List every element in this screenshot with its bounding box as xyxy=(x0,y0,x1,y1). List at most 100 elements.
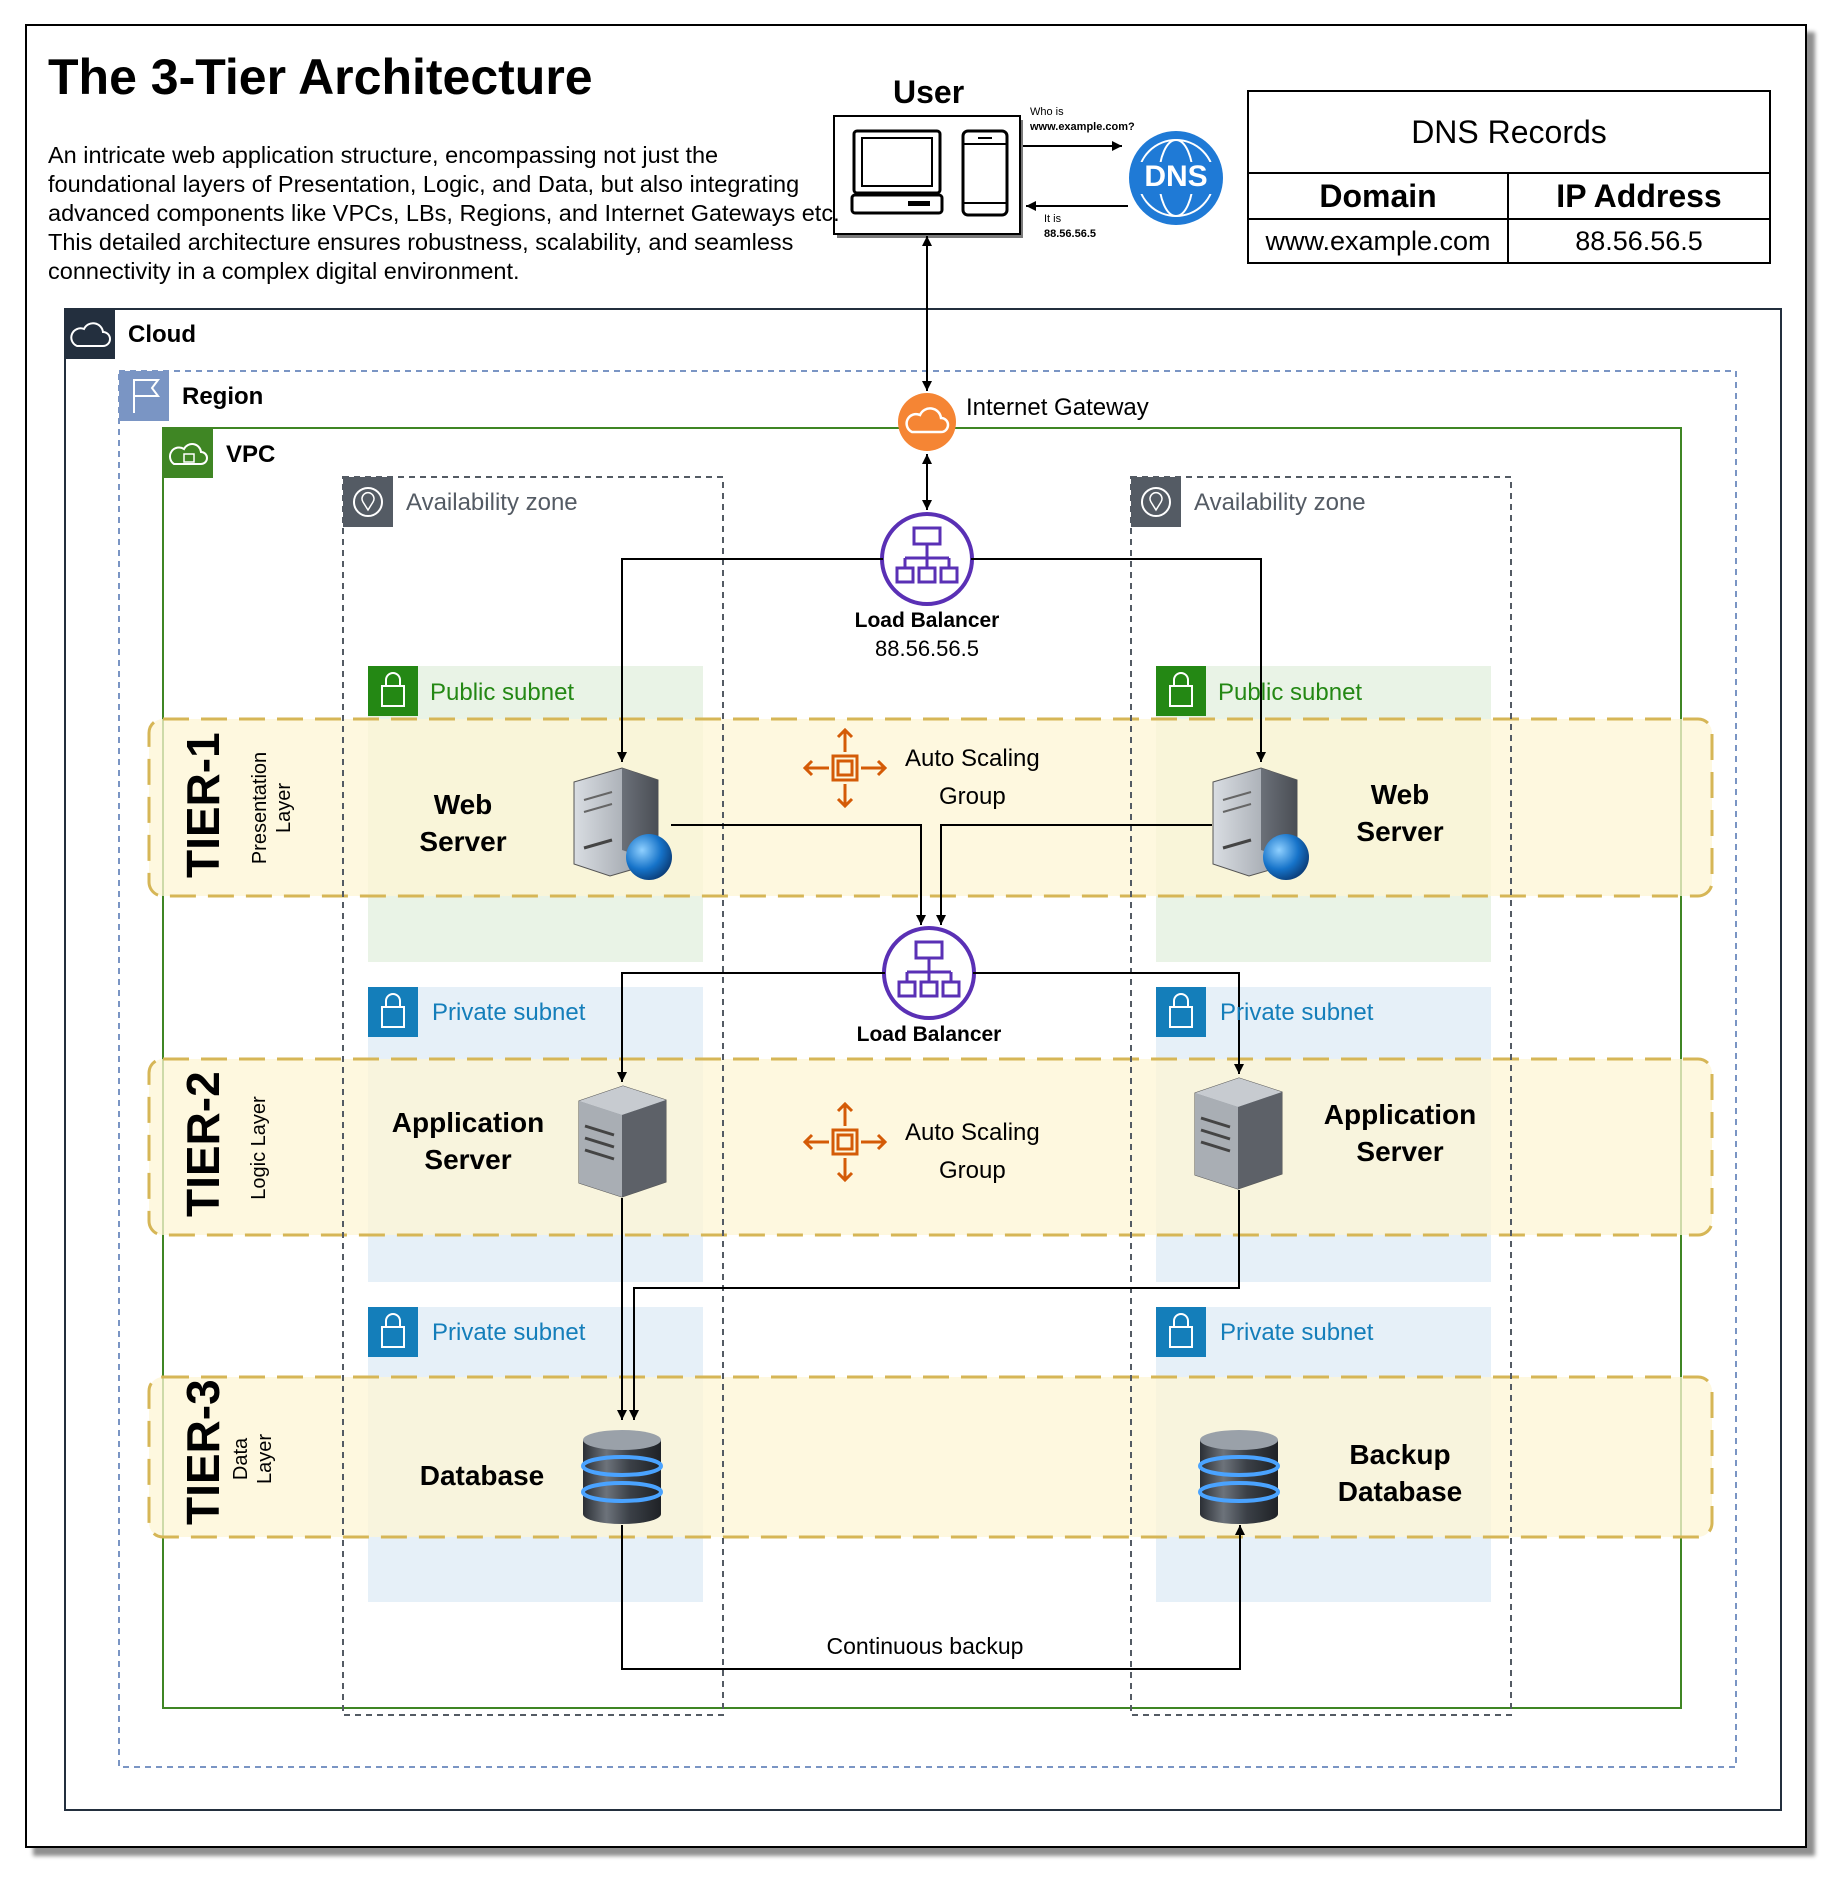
dns-header-domain: Domain xyxy=(1249,174,1509,220)
app-server-left-line2: Server xyxy=(424,1144,512,1175)
app-server-right-line2: Server xyxy=(1356,1136,1444,1167)
dns-icon-text: DNS xyxy=(1144,160,1208,193)
tier-3-layer-line2: Layer xyxy=(254,1433,276,1485)
region-label: Region xyxy=(182,383,264,410)
dns-icon xyxy=(1129,131,1223,225)
private-subnet-app-left-label: Private subnet xyxy=(432,999,586,1026)
app-server-right-icon xyxy=(1194,1077,1283,1190)
availability-zone-right xyxy=(1130,476,1512,1716)
database-right-label: Backup Database xyxy=(1320,1436,1480,1510)
user-label: User xyxy=(893,74,965,110)
auto-scaling-icon-tier2 xyxy=(802,1101,888,1183)
web-right-to-lb-mid-arrow xyxy=(936,824,1212,925)
dns-row-domain: www.example.com xyxy=(1249,220,1509,262)
app-server-right-label: Application Server xyxy=(1310,1096,1490,1170)
user-devices-icon xyxy=(833,115,1023,238)
private-subnet-db-right-label: Private subnet xyxy=(1220,1319,1374,1346)
dns-query-line1: Who is xyxy=(1030,106,1064,118)
dns-header-ip: IP Address xyxy=(1509,174,1769,220)
dns-query-line2: www.example.com? xyxy=(1030,121,1135,133)
internet-gateway-icon xyxy=(898,393,956,451)
private-subnet-app-left-lock-icon xyxy=(368,987,418,1037)
web-server-left-line2: Server xyxy=(419,826,507,857)
continuous-backup-label: Continuous backup xyxy=(826,1633,1024,1659)
public-subnet-left-lock-icon xyxy=(368,666,418,716)
database-left-label: Database xyxy=(402,1457,562,1494)
tier-2-layer-line1: Logic Layer xyxy=(248,1096,270,1200)
lb-top-to-web-right-arrow xyxy=(971,558,1266,762)
lb-top-to-web-left-arrow xyxy=(617,558,883,762)
web-server-right-line2: Server xyxy=(1356,816,1444,847)
az-left-pin-icon xyxy=(343,477,393,527)
tier-2-band xyxy=(147,1057,1714,1237)
private-subnet-db-left-lock-icon xyxy=(368,1307,418,1357)
tier-2-layer-label: Logic Layer xyxy=(247,1088,273,1208)
dns-records-table: DNS Records Domain IP Address www.exampl… xyxy=(1247,90,1771,264)
private-subnet-app-right-lock-icon xyxy=(1156,987,1206,1037)
auto-scaling-icon-tier1 xyxy=(802,727,888,809)
continuous-backup-arrow xyxy=(621,1525,1245,1670)
cloud-label: Cloud xyxy=(128,321,196,348)
tier-3-band xyxy=(147,1375,1714,1539)
auto-scaling-tier1-line1: Auto Scaling xyxy=(905,745,1040,772)
database-left-line1: Database xyxy=(419,1460,545,1491)
availability-zone-left xyxy=(342,476,724,1716)
lb-mid-to-app-right-arrow xyxy=(973,972,1244,1074)
load-balancer-top-ip: 88.56.56.5 xyxy=(875,636,979,661)
auto-scaling-tier2-line1: Auto Scaling xyxy=(905,1119,1040,1146)
public-subnet-right-lock-icon xyxy=(1156,666,1206,716)
page-description: An intricate web application structure, … xyxy=(48,142,840,284)
flag-icon xyxy=(133,379,160,413)
vpc-lock-icon xyxy=(183,453,195,463)
public-subnet-right-label: Public subnet xyxy=(1218,679,1363,706)
auto-scaling-tier2-line2: Group xyxy=(939,1157,1006,1184)
tier-1-label: TIER-1 xyxy=(177,732,229,878)
tier-3-layer-line1: Data xyxy=(230,1437,252,1481)
tier-1-layer-line1: Presentation xyxy=(249,751,271,865)
app-server-right-line1: Application xyxy=(1323,1099,1477,1130)
load-balancer-mid-label: Load Balancer xyxy=(856,1023,1002,1046)
web-server-left-label: Web Server xyxy=(403,786,523,860)
private-subnet-db-left-label: Private subnet xyxy=(432,1319,586,1346)
database-right-icon xyxy=(1198,1430,1280,1524)
app-server-left-line1: Application xyxy=(391,1107,545,1138)
app-right-to-db-arrow xyxy=(629,1190,1240,1420)
database-right-line1: Backup xyxy=(1349,1439,1451,1470)
tier-1-layer-line2: Layer xyxy=(273,782,295,834)
az-right-label: Availability zone xyxy=(1194,489,1366,516)
dns-records-title: DNS Records xyxy=(1249,92,1769,174)
tier-1-band xyxy=(147,717,1714,898)
az-left-label: Availability zone xyxy=(406,489,578,516)
web-server-right-line1: Web xyxy=(1370,779,1430,810)
public-subnet-left-label: Public subnet xyxy=(430,679,575,706)
auto-scaling-tier1-line2: Group xyxy=(939,783,1006,810)
az-right-pin-icon xyxy=(1131,477,1181,527)
dns-reply-line2: 88.56.56.5 xyxy=(1044,228,1096,240)
lb-mid-to-app-left-arrow xyxy=(617,972,885,1082)
app-server-left-label: Application Server xyxy=(378,1104,558,1178)
vpc-label: VPC xyxy=(226,441,276,468)
load-balancer-top-label: Load Balancer xyxy=(854,609,1000,632)
tier-3-label: TIER-3 xyxy=(177,1379,229,1525)
tier-2-label: TIER-2 xyxy=(177,1071,229,1217)
dns-reply-line1: It is xyxy=(1044,213,1062,225)
load-balancer-top-icon xyxy=(880,512,974,606)
internet-gateway-label: Internet Gateway xyxy=(966,394,1149,421)
dns-row-ip: 88.56.56.5 xyxy=(1575,225,1703,256)
load-balancer-mid-icon xyxy=(882,926,976,1020)
web-left-to-lb-mid-arrow xyxy=(671,824,926,925)
web-server-left-line1: Web xyxy=(433,789,493,820)
private-subnet-app-right-label: Private subnet xyxy=(1220,999,1374,1026)
private-subnet-db-right-lock-icon xyxy=(1156,1307,1206,1357)
database-right-line2: Database xyxy=(1337,1476,1463,1507)
tier-1-layer-label: Presentation Layer xyxy=(248,748,300,868)
vpc-cloud-icon xyxy=(169,443,208,465)
page-title: The 3-Tier Architecture xyxy=(48,49,593,105)
web-server-right-label: Web Server xyxy=(1340,776,1460,850)
cloud-icon xyxy=(70,322,111,347)
database-left-icon xyxy=(581,1430,663,1524)
tier-3-layer-label: Data Layer xyxy=(229,1424,281,1494)
web-server-right-icon xyxy=(1212,767,1309,880)
